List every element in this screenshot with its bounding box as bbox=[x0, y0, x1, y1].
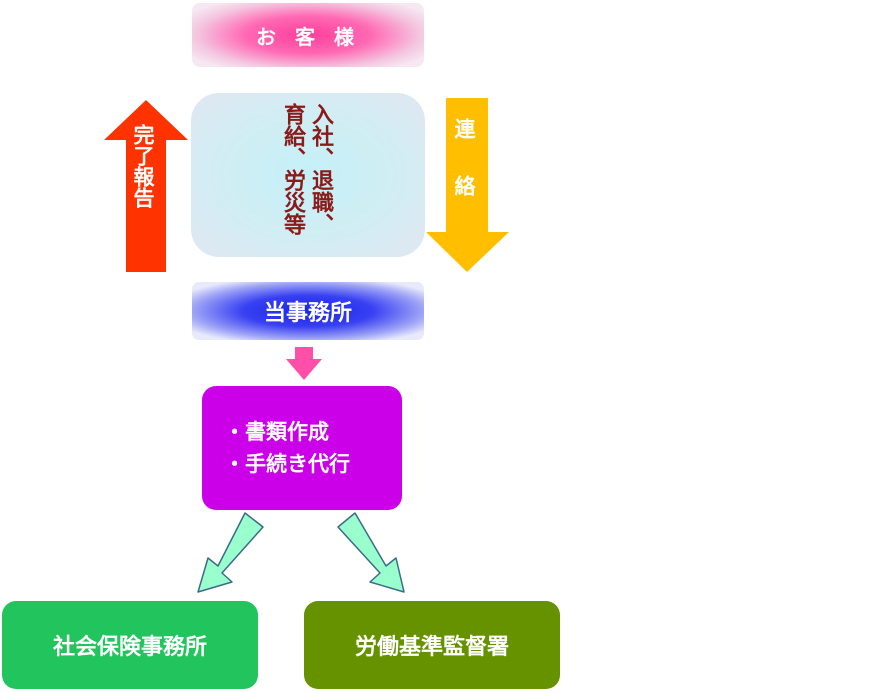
request-line-1: 入社、退職、 bbox=[308, 103, 333, 235]
task-item-documents: ・書類作成 bbox=[224, 420, 329, 444]
request-box bbox=[191, 93, 425, 257]
tasks-to-social-arrow bbox=[197, 512, 264, 593]
customer-box: お 客 様 bbox=[192, 3, 424, 67]
task-item-procedures: ・手続き代行 bbox=[224, 452, 350, 476]
office-label: 当事務所 bbox=[263, 301, 352, 326]
social-insurance-office-box: 社会保険事務所 bbox=[2, 601, 258, 689]
labor-standards-office-label: 労働基準監督署 bbox=[354, 635, 509, 660]
office-to-tasks-arrow bbox=[286, 347, 322, 380]
request-line-2: 育給、労災等 bbox=[280, 103, 305, 235]
tasks-box: ・書類作成 ・手続き代行 bbox=[202, 386, 402, 510]
social-insurance-office-label: 社会保険事務所 bbox=[52, 635, 207, 660]
labor-standards-office-box: 労働基準監督署 bbox=[304, 601, 560, 689]
report-arrow-label: 完了報告 bbox=[131, 124, 155, 208]
contact-arrow-label: 連絡 bbox=[452, 118, 476, 232]
office-box: 当事務所 bbox=[192, 282, 424, 340]
customer-label: お 客 様 bbox=[256, 24, 360, 49]
tasks-to-labor-arrow bbox=[337, 512, 405, 593]
